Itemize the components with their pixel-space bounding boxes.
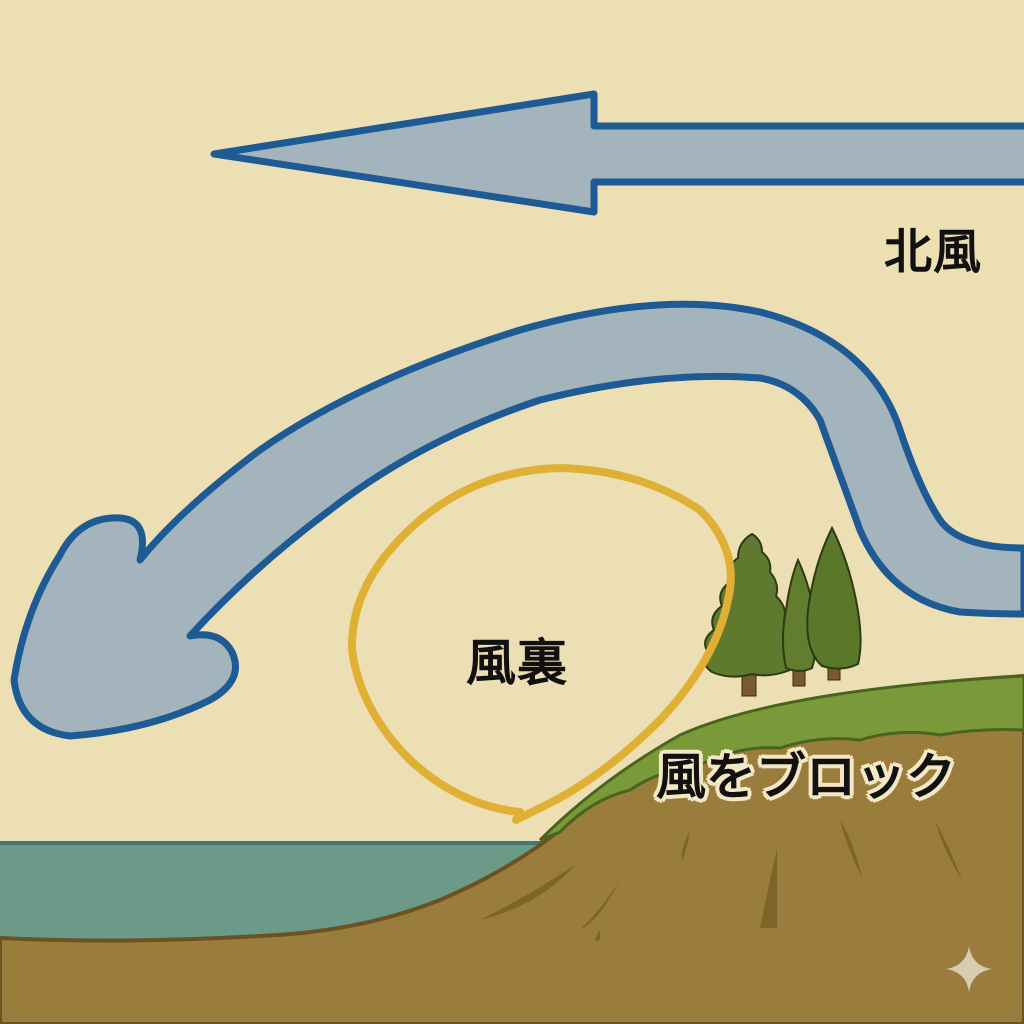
- block-wind-label: 風をブロック: [656, 748, 956, 806]
- tree-right: [806, 525, 862, 670]
- lee-zone-loop: [347, 464, 735, 824]
- north-wind-label: 北風: [884, 224, 983, 280]
- lee-side-label: 風裏: [466, 634, 568, 692]
- trees: [703, 525, 862, 697]
- curved-wind-arrow: [10, 300, 1024, 740]
- straight-wind-arrow: [210, 90, 1024, 216]
- sparkle-icon: [946, 946, 992, 992]
- grass-hill: [538, 674, 1024, 842]
- tree-left: [703, 532, 797, 678]
